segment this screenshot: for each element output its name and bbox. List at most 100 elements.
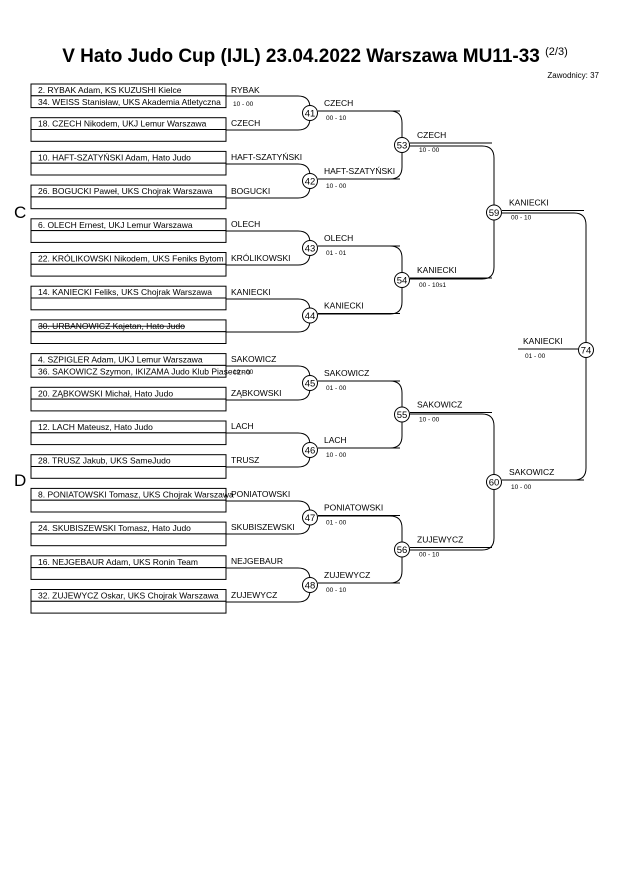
competitor-entry: 2. RYBAK Adam, KS KUZUSHI Kielce [38,85,182,95]
match-number: 60 [489,478,500,489]
competitor-entry: 14. KANIECKI Feliks, UKS Chojrak Warszaw… [38,287,212,297]
section-label-c: C [14,203,27,222]
entry-box [30,129,227,142]
entry-box [30,297,227,311]
final-score: 01 - 00 [525,353,546,360]
match-node [486,474,502,490]
competitor-entry: 24. SKUBISZEWSKI Tomasz, Hato Judo [38,523,191,533]
round4-winner-name: KANIECKI [509,198,549,208]
match-node [302,577,318,593]
match-node [302,307,318,324]
page-indicator: (2/3) [545,46,568,58]
match-number: 43 [305,244,316,255]
competitor-entry: 26. BOGUCKI Paweł, UKS Chojrak Warszawa [38,186,213,196]
round2-score: 01 - 00 [326,385,347,392]
round1-winner-name: KANIECKI [231,287,271,297]
match-number: 53 [397,141,408,152]
match-number: 41 [305,109,316,120]
competitor-entry: 28. TRUSZ Jakub, UKS SameJudo [38,456,171,466]
round1-winner-name: RYBAK [231,85,260,95]
entry-box [30,95,227,109]
round3-score: 10 - 00 [419,417,440,424]
round1-winner-name: KRÓLIKOWSKI [231,253,291,263]
round1-winner-name: CZECH [231,118,260,128]
entry-box [30,263,227,277]
competitor-entry: 34. WEISS Stanisław, UKS Akademia Atlety… [38,97,221,107]
round1-winner-name: NEJGEBAUR [231,556,283,566]
round1-connector [226,298,311,333]
match-number: 59 [489,208,500,219]
round1-winner-name: BOGUCKI [231,186,270,196]
entry-box [30,466,227,479]
round1-winner-name: PONIATOWSKI [231,489,290,499]
round3-winner-name: SAKOWICZ [417,400,462,410]
match-node [302,375,318,391]
match-number: 54 [397,276,408,287]
round2-winner-name: ZUJEWYCZ [324,570,370,580]
competitor-entry: 8. PONIATOWSKI Tomasz, UKS Chojrak Warsz… [38,489,234,499]
title-text: V Hato Judo Cup (IJL) 23.04.2022 Warszaw… [62,46,540,67]
round4-score: 00 - 10 [511,215,532,222]
round3-connector [410,145,495,280]
match-number: 46 [305,446,316,457]
match-node [302,173,318,189]
match-number: 48 [305,581,316,592]
round3-winner-name: KANIECKI [417,265,457,275]
round2-score: 00 - 10 [326,587,347,594]
entry-box [30,533,227,547]
round2-winner-name: KANIECKI [324,301,364,311]
match-number: 42 [305,177,316,188]
round1-winner-name: SKUBISZEWSKI [231,522,295,532]
competitor-entry: 6. OLECH Ernest, UKJ Lemur Warszawa [38,220,193,230]
entry-box [30,196,227,210]
competitor-entry: 36. SAKOWICZ Szymon, IKIZAMA Judo Klub P… [38,366,251,376]
round2-score: 10 - 00 [326,183,347,190]
round2-score: 10 - 00 [326,452,347,459]
entry-box [30,398,227,412]
round3-winner-name: CZECH [417,130,446,140]
competitor-entry: 20. ZĄBKOWSKI Michał, Hato Judo [38,388,173,398]
competitor-count: Zawodnicy: 37 [547,71,599,80]
competitor-entry: 18. CZECH Nikodem, UKJ Lemur Warszawa [38,119,207,129]
competitor-entry: 16. NEJGEBAUR Adam, UKS Ronin Team [38,557,198,567]
entry-box [30,364,227,378]
match-node [578,342,594,358]
round2-winner-name: SAKOWICZ [324,368,369,378]
match-number: 55 [397,410,408,421]
round2-winner-name: PONIATOWSKI [324,503,383,513]
match-node [302,240,318,256]
round3-winner-name: ZUJEWYCZ [417,535,463,545]
round2-winner-name: HAFT-SZATYŃSKI [324,166,395,176]
round2-score: 01 - 01 [326,250,347,257]
round4-score: 10 - 00 [511,484,532,491]
pre-round-score: 10 - 00 [233,369,254,376]
competitor-entry: 32. ZUJEWYCZ Oskar, UKS Chojrak Warszawa [38,591,219,601]
match-node [394,541,410,558]
round2-winner-name: CZECH [324,98,353,108]
round2-score: 00 - 10 [326,115,347,122]
pre-round-score: 10 - 00 [233,101,254,108]
entry-box [30,567,227,580]
section-label-d: D [14,471,27,490]
match-node [394,272,410,288]
match-node [302,105,318,121]
competitor-entry: 4. SZPIGLER Adam, UKJ Lemur Warszawa [38,355,203,365]
round1-winner-name: OLECH [231,219,260,229]
match-node [486,204,502,221]
round1-winner-name: LACH [231,421,254,431]
round2-winner-name: LACH [324,435,347,445]
round3-score: 00 - 10s1 [419,282,446,289]
round3-connector [410,413,495,551]
entry-box [30,600,227,614]
round3-score: 00 - 10 [419,552,440,559]
round2-score: 01 - 00 [326,520,347,527]
round1-winner-name: ZĄBKOWSKI [231,388,282,398]
competitor-entry: 12. LACH Mateusz, Hato Judo [38,422,153,432]
page-title: V Hato Judo Cup (IJL) 23.04.2022 Warszaw… [0,46,630,68]
match-number: 74 [581,346,592,357]
match-node [302,509,318,526]
round4-winner-name: SAKOWICZ [509,467,554,477]
round3-score: 10 - 00 [419,147,440,154]
match-number: 45 [305,379,316,390]
